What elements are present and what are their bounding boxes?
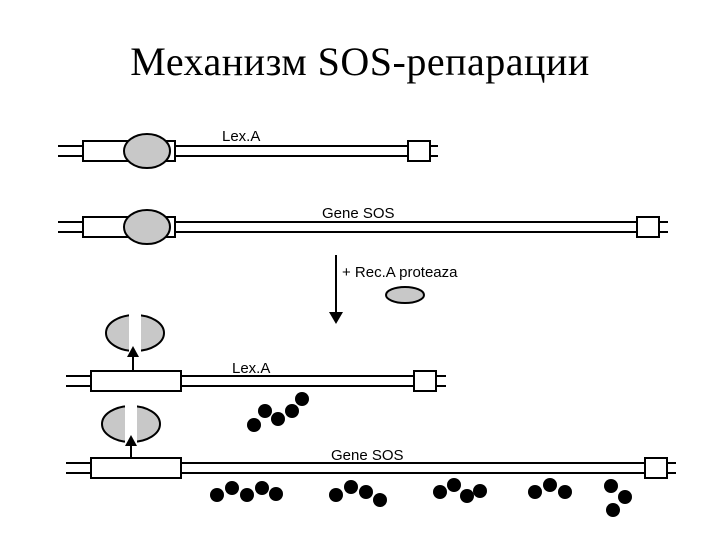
reaction-arrow [329, 255, 343, 324]
operator-box [90, 370, 182, 392]
sos-gene-repressed [58, 209, 668, 245]
lexa-repressor-protein [123, 209, 171, 245]
operator-box [90, 457, 182, 479]
page-title: Механизм SOS-репарации [130, 39, 590, 84]
terminator-box [636, 216, 660, 238]
sos-gene-derepressed [66, 457, 676, 479]
label-reca-protease: + Rec.A proteaza [342, 264, 458, 281]
label-gene-sos-top: Gene SOS [322, 205, 395, 222]
lexa-repressor-protein [123, 133, 171, 169]
terminator-box [413, 370, 437, 392]
lexa-protein-products [247, 392, 309, 432]
cleaved-repressor-lower [101, 405, 161, 458]
label-gene-sos-bottom: Gene SOS [331, 447, 404, 464]
sos-protein-products [210, 478, 632, 517]
label-lexa-top: Lex.A [222, 128, 260, 145]
reca-protease-protein [385, 286, 425, 304]
terminator-box [407, 140, 431, 162]
lexa-gene-repressed [58, 133, 438, 169]
terminator-box [644, 457, 668, 479]
lexa-gene-derepressed [66, 370, 446, 392]
cleaved-repressor-upper [105, 314, 165, 370]
label-lexa-bottom: Lex.A [232, 360, 270, 377]
